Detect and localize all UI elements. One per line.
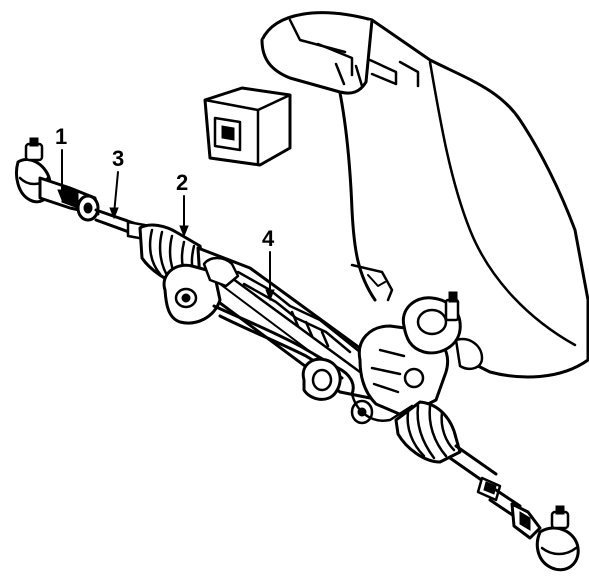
right-bellows-boot (394, 400, 462, 464)
right-tie-rod-end (510, 502, 580, 572)
callout-1: 1 (55, 124, 67, 149)
callout-leaders (57, 149, 275, 302)
callout-labels: 1 2 3 4 (55, 124, 275, 251)
left-tie-rod-end (15, 137, 100, 222)
crossmember-box (203, 86, 292, 167)
rack-housing (162, 246, 384, 401)
callout-4: 4 (262, 226, 275, 251)
pinion-valve-assembly (350, 291, 484, 425)
callout-2: 2 (176, 170, 188, 195)
right-inner-tie-rod (448, 444, 522, 518)
callout-3-leader (113, 171, 119, 215)
vehicle-frame (260, 11, 589, 379)
callout-3: 3 (112, 146, 124, 171)
